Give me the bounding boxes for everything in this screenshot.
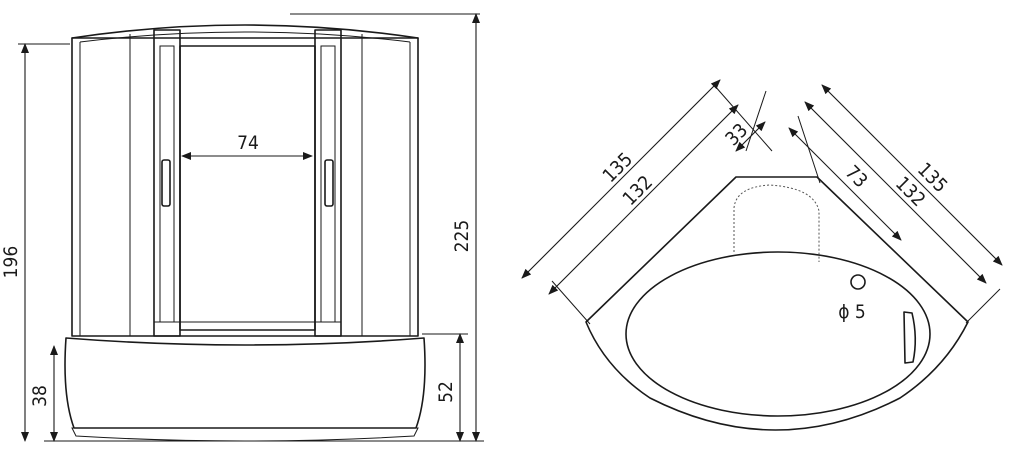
- dim-corner-depth-line: [735, 121, 766, 152]
- dim-right-outer-line: [821, 84, 1003, 266]
- dim-apron-height: 52: [435, 381, 457, 403]
- dim-seat-depth-line: [788, 127, 902, 241]
- dim-door-width: 74: [237, 132, 259, 154]
- dim-total-height: 225: [451, 220, 473, 253]
- cabin-frame: [71, 37, 419, 337]
- corner-seat: [733, 184, 820, 262]
- top-view: 135 132 33 73 132 135 ϕ 5: [521, 79, 1003, 431]
- drain-circle: [850, 274, 866, 290]
- front-view: 74 196 38 52 225: [0, 13, 484, 442]
- door-center-panel: [179, 45, 316, 331]
- door-left: [153, 29, 181, 337]
- dim-drain-diameter: ϕ 5: [838, 301, 866, 323]
- dim-left-inner-line: [548, 104, 739, 295]
- dim-cabin-height: 196: [0, 246, 22, 279]
- door-handle-right: [324, 159, 334, 207]
- bathtub-basin: [625, 251, 931, 417]
- dim-left-inner: 132: [618, 171, 657, 210]
- bathtub-apron: [64, 337, 426, 429]
- door-right: [314, 29, 342, 337]
- dim-seat-depth: 73: [841, 161, 872, 192]
- door-handle-left: [161, 159, 171, 207]
- cabin-roof: [71, 24, 419, 39]
- headrest: [903, 311, 917, 364]
- corner-bathtub-outline: [585, 176, 969, 431]
- dim-tray-height: 38: [29, 385, 51, 407]
